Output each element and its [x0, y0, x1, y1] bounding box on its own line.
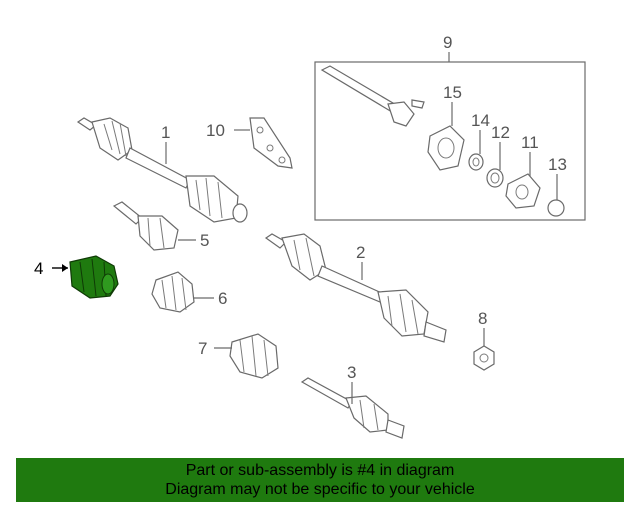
part-14-seal[interactable]: [468, 153, 484, 171]
callout-15: 15: [443, 83, 462, 102]
callout-7: 7: [198, 339, 207, 358]
part-6-boot[interactable]: [151, 271, 195, 313]
part-15-housing[interactable]: [427, 125, 465, 171]
part-5-outer-joint[interactable]: [112, 201, 179, 251]
banner-line-part: Part or sub-assembly is #4 in diagram: [185, 462, 455, 479]
callout-3: 3: [347, 363, 356, 382]
callout-1: 1: [161, 123, 170, 142]
callout-9: 9: [443, 33, 452, 52]
callout-10: 10: [206, 121, 225, 140]
callout-6: 6: [218, 289, 227, 308]
callout-12: 12: [491, 123, 510, 142]
part-12-bearing[interactable]: [486, 168, 504, 188]
part-3-axle-shaft[interactable]: [300, 377, 405, 439]
info-banner: Part or sub-assembly is #4 in diagram Di…: [16, 458, 624, 502]
callout-11: 11: [521, 133, 539, 152]
part-11-hub[interactable]: [505, 173, 541, 209]
part-4-boot-highlighted[interactable]: [69, 255, 119, 299]
inset-shaft[interactable]: [320, 65, 415, 127]
part-13-snap-ring[interactable]: [547, 199, 565, 217]
part-2-axle-shaft[interactable]: [264, 233, 447, 343]
callout-14: 14: [471, 111, 490, 130]
banner-line-disclaimer: Diagram may not be specific to your vehi…: [165, 481, 475, 498]
arrowhead-4: [62, 264, 68, 272]
part-8-nut[interactable]: [473, 345, 495, 371]
part-1-axle-shaft[interactable]: [76, 117, 248, 223]
callout-4: 4: [34, 259, 43, 278]
exploded-parts-diagram: 1 2 3 4 5 6 7 8 9 10 11 12 13 14 15: [34, 33, 586, 439]
inset-bolt[interactable]: [411, 99, 425, 109]
part-7-boot[interactable]: [229, 333, 279, 379]
callout-8: 8: [478, 309, 487, 328]
callout-13: 13: [548, 155, 567, 174]
callout-2: 2: [356, 243, 365, 262]
callout-5: 5: [200, 231, 209, 250]
part-10-bracket[interactable]: [249, 117, 293, 169]
inset-box-9: [314, 61, 586, 221]
